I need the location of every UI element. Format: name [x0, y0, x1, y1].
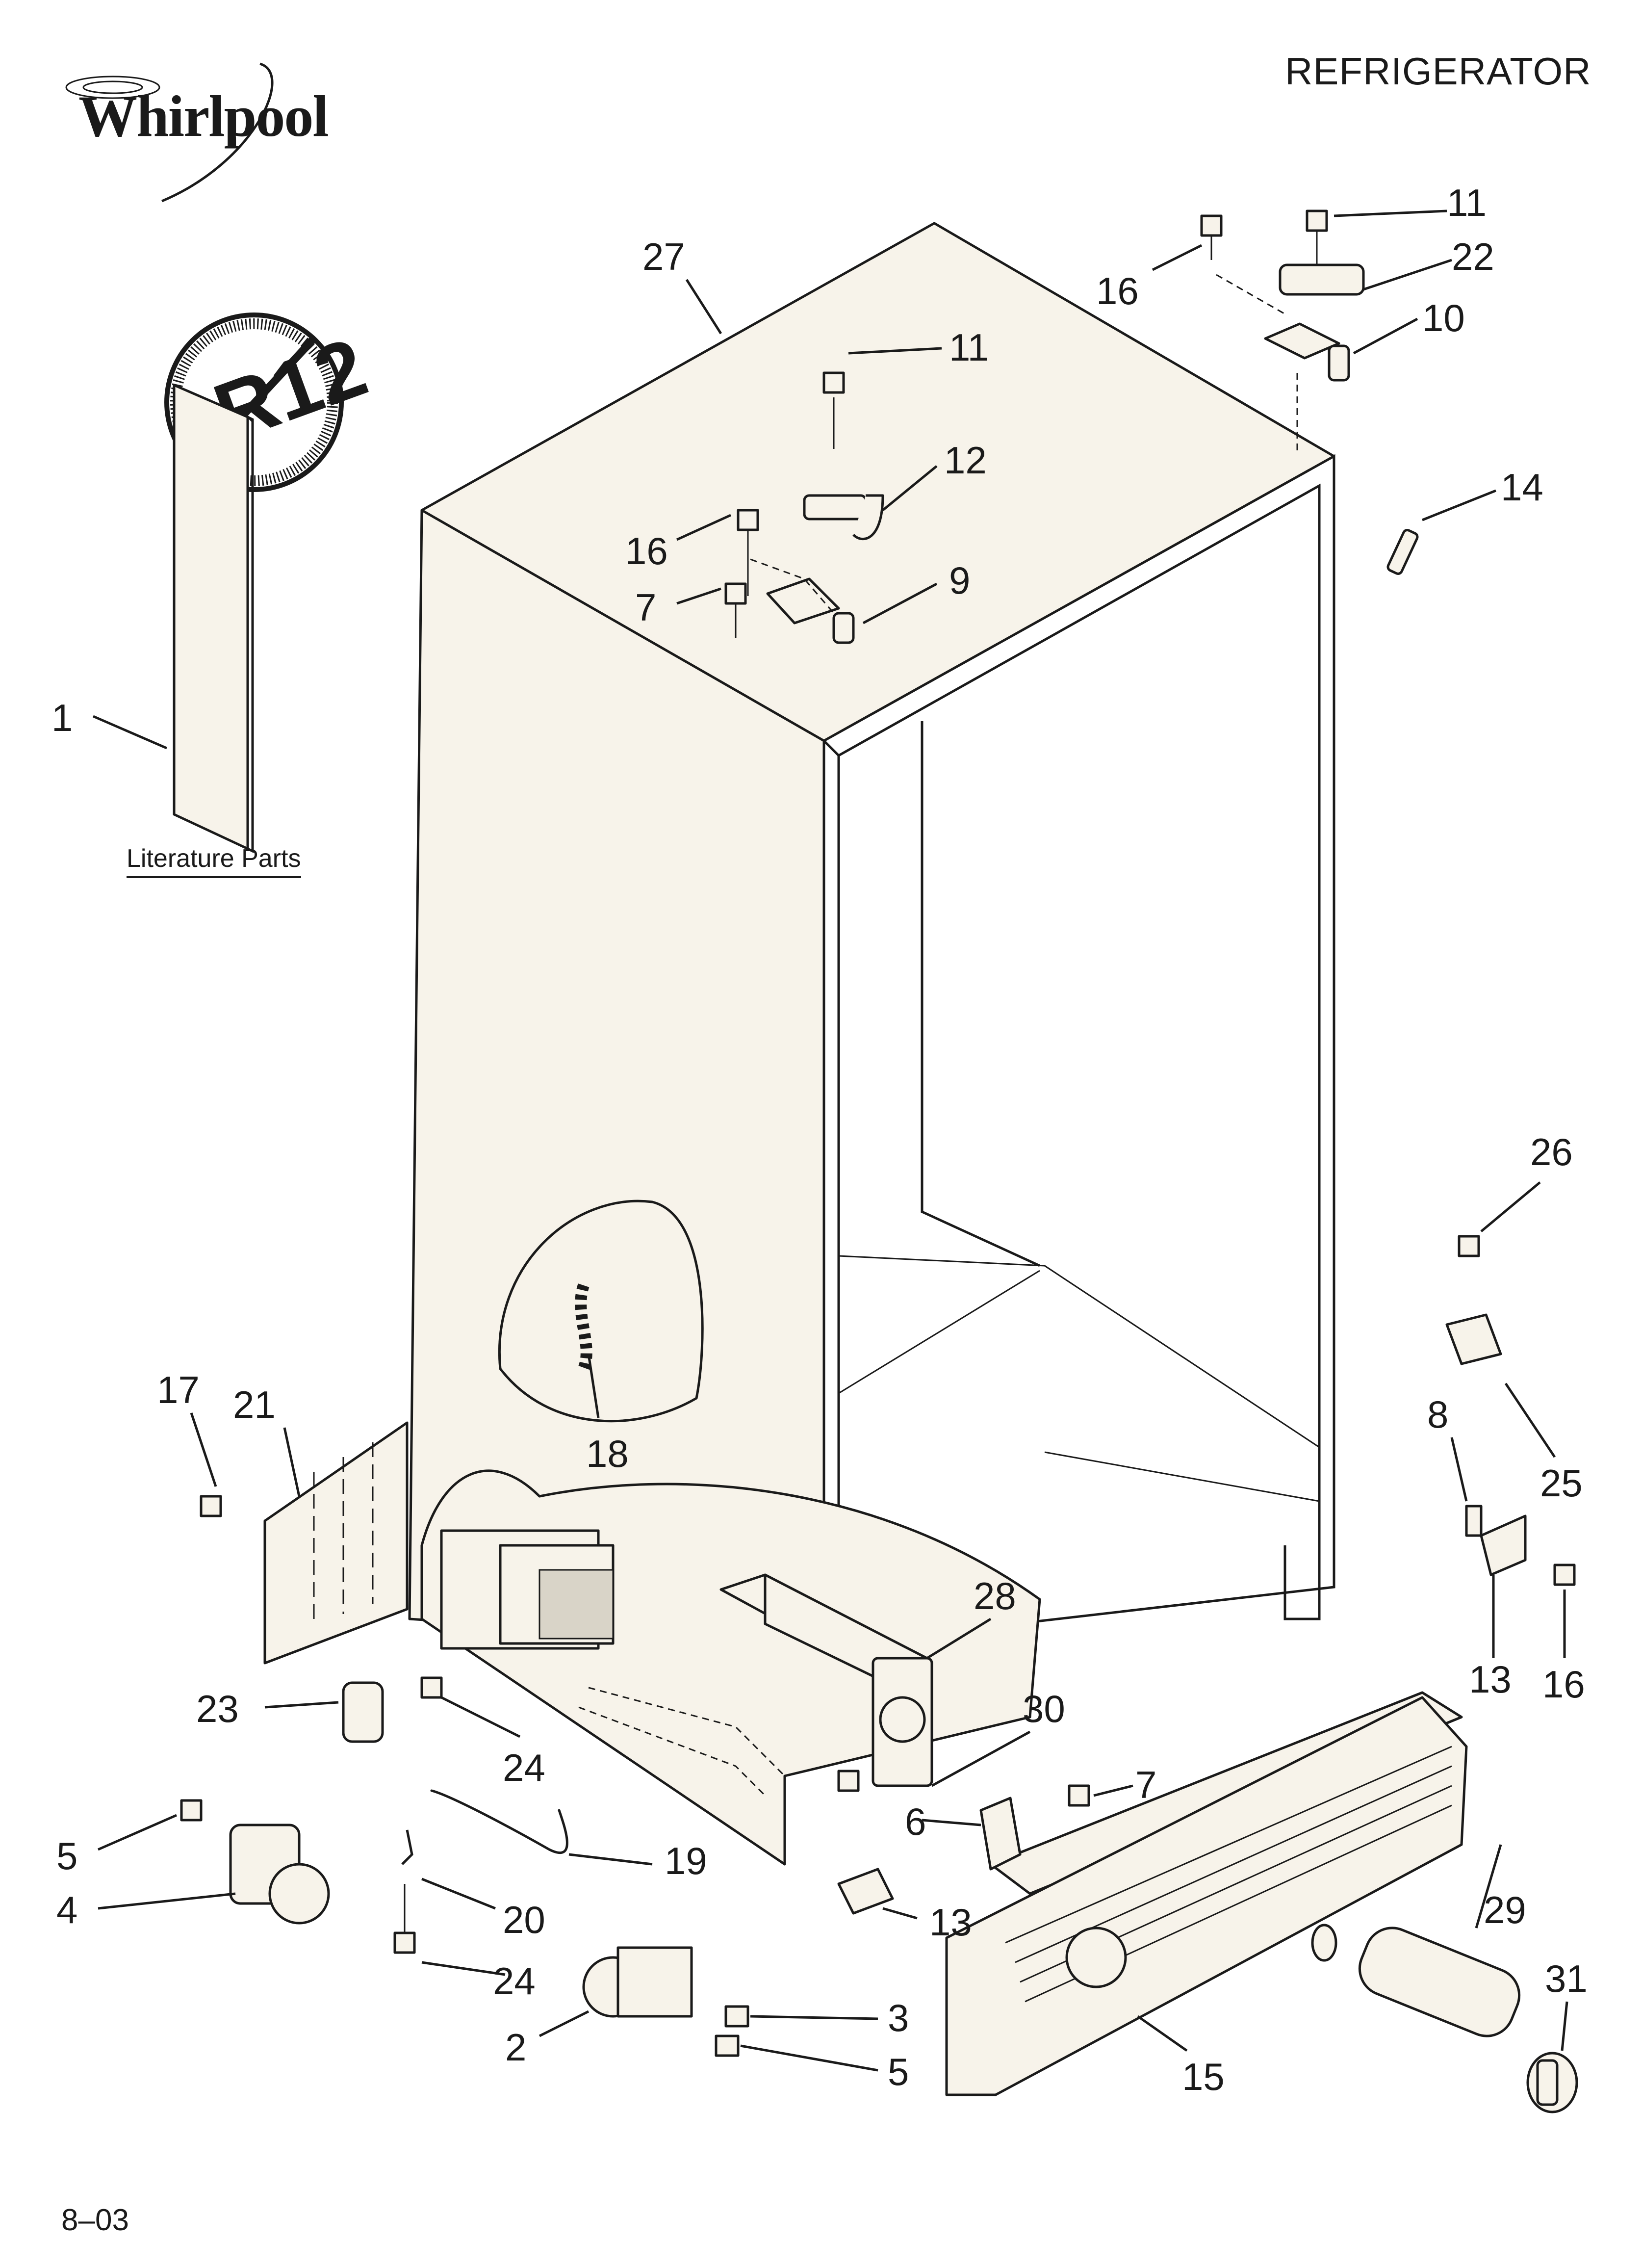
- callout-28: 28: [974, 1574, 1016, 1617]
- callout-7-top: 7: [635, 586, 656, 629]
- filter-cap-icon: [1526, 2052, 1578, 2113]
- callout-12: 12: [944, 439, 987, 482]
- callout-6: 6: [905, 1800, 926, 1843]
- callout-20: 20: [503, 1898, 545, 1941]
- cabinet-icon: [408, 222, 1335, 1647]
- callout-5: 5: [888, 2050, 909, 2093]
- literature-book-icon: [173, 384, 254, 854]
- callout-1: 1: [51, 696, 73, 739]
- callout-9: 9: [949, 559, 970, 602]
- callout-2: 2: [505, 2026, 526, 2069]
- callout-14: 14: [1501, 466, 1543, 509]
- water-filter-icon: [1311, 1924, 1521, 2037]
- callout-31: 31: [1545, 1957, 1588, 2000]
- callout-11: 11: [949, 326, 989, 369]
- callout-7: 7: [1135, 1763, 1156, 1806]
- callout-23: 23: [196, 1687, 239, 1730]
- callout-3: 3: [888, 1996, 909, 2039]
- callout-labels: 27 11 16 22 10 11 12 14 16 7 9 1 26 17 2…: [51, 181, 1588, 2098]
- callout-13-right: 13: [1469, 1658, 1512, 1701]
- callout-24: 24: [503, 1746, 545, 1789]
- callout-10: 10: [1422, 296, 1465, 339]
- callout-5-left: 5: [56, 1834, 77, 1877]
- leader-lines: [93, 209, 1568, 2072]
- callout-30: 30: [1023, 1687, 1065, 1730]
- water-tube-icon: [393, 1789, 568, 1954]
- callout-15: 15: [1182, 2055, 1225, 2098]
- callout-18: 18: [586, 1432, 629, 1475]
- base-grille-icon: [945, 1691, 1468, 2096]
- rear-roller-icon: [582, 1946, 749, 2057]
- whirlpool-swirl-icon: [65, 62, 274, 203]
- footer-code: 8–03: [61, 2203, 129, 2237]
- side-louver-panel-icon: [263, 1421, 409, 1665]
- page-title: REFRIGERATOR: [1285, 50, 1591, 93]
- callout-21: 21: [233, 1383, 276, 1426]
- front-roller-icon: [180, 1799, 330, 1925]
- callout-8: 8: [1427, 1393, 1448, 1436]
- literature-parts-label: Literature Parts: [127, 844, 301, 878]
- callout-19: 19: [665, 1839, 707, 1882]
- brackets-misc-icon: [200, 1235, 1576, 1915]
- top-hinge-left-icon: [724, 371, 884, 644]
- callout-25: 25: [1540, 1461, 1583, 1505]
- callout-22: 22: [1452, 235, 1494, 278]
- callout-4: 4: [56, 1888, 77, 1931]
- trim-clip-icon: [1386, 529, 1419, 575]
- callout-16: 16: [625, 529, 668, 573]
- whirlpool-logo: Whirlpool: [78, 83, 329, 149]
- cutaway-water-system-icon: [420, 1199, 1041, 1866]
- callout-27: 27: [642, 235, 685, 278]
- top-hinge-right-icon: [1200, 209, 1365, 451]
- callout-29: 29: [1484, 1888, 1526, 1931]
- callout-16-top: 16: [1096, 269, 1139, 313]
- callout-16-right: 16: [1542, 1663, 1585, 1706]
- filter-housing-icon: [719, 1573, 933, 1787]
- callout-24-bottom: 24: [493, 1959, 536, 2003]
- callout-13: 13: [929, 1901, 972, 1944]
- callout-26: 26: [1530, 1130, 1573, 1173]
- callout-11-top: 11: [1447, 181, 1487, 224]
- callout-17: 17: [157, 1368, 200, 1411]
